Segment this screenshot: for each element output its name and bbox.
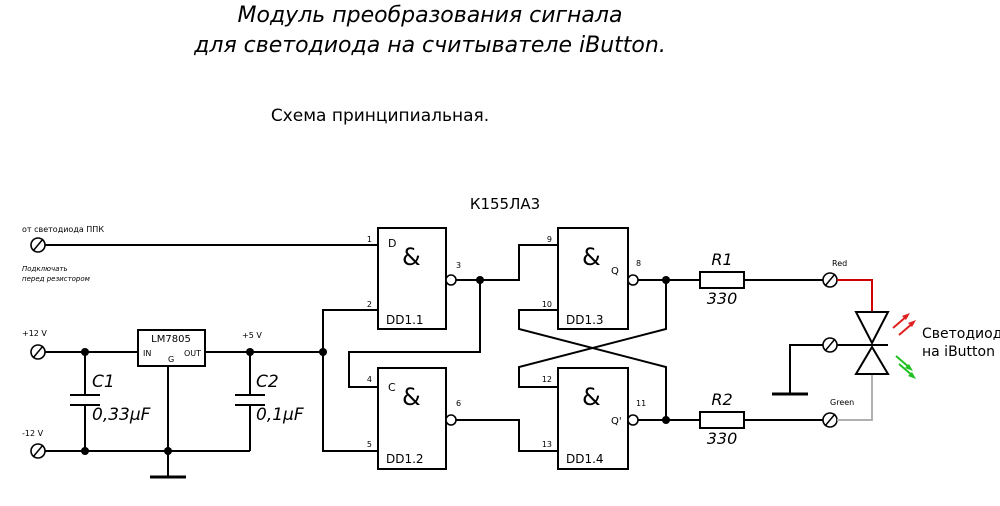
gate-dd1-3 <box>557 227 629 330</box>
r1-value: 330 <box>707 289 738 308</box>
wire-pin3-to-pin4 <box>348 280 481 388</box>
subtitle: Схема принципиальная. <box>271 106 489 126</box>
r2-name: R2 <box>711 390 732 409</box>
c2-value: 0,1µF <box>256 405 304 425</box>
pin-9: 9 <box>547 235 552 244</box>
dd1-2-output-bubble <box>445 414 457 426</box>
regulator-name: LM7805 <box>151 334 191 345</box>
dd1-1-input-label: D <box>388 237 396 250</box>
gate-dd1-4 <box>557 367 629 470</box>
pin-10: 10 <box>542 300 552 309</box>
pin-6: 6 <box>456 399 461 408</box>
dd1-1-name: DD1.1 <box>386 313 424 327</box>
plus5-label: +5 V <box>242 331 262 340</box>
capacitor-c1 <box>70 352 100 451</box>
common-terminal <box>822 337 838 353</box>
regulator-in: IN <box>143 349 151 358</box>
green-terminal <box>822 412 838 428</box>
junction-c1-top <box>81 348 89 356</box>
input-note-1: Подключать <box>22 265 68 273</box>
pin-1: 1 <box>367 235 372 244</box>
regulator-lm7805 <box>137 329 206 367</box>
title-line-1: Модуль преобразования сигнала <box>238 3 623 28</box>
plus12-label: +12 V <box>22 329 47 338</box>
dd1-3-name: DD1.3 <box>566 313 604 327</box>
plus12-terminal <box>30 344 46 360</box>
junction-c1-bottom <box>81 447 89 455</box>
regulator-out: OUT <box>184 349 201 358</box>
r1-name: R1 <box>711 250 732 269</box>
pin-2: 2 <box>367 300 372 309</box>
dd1-1-output-bubble <box>445 274 457 286</box>
dd1-4-name: DD1.4 <box>566 452 604 466</box>
dd1-3-symbol: & <box>582 243 601 271</box>
input-terminal <box>30 237 46 253</box>
red-terminal <box>822 272 838 288</box>
input-note-2: перед резистором <box>22 275 91 283</box>
minus12-terminal <box>30 443 46 459</box>
pin-5: 5 <box>367 440 372 449</box>
wire-pin6-to-pin13 <box>456 419 558 452</box>
wire-common-ground <box>789 344 823 393</box>
green-label: Green <box>830 398 854 407</box>
title-line-2: для светодиода на считывателе iButton. <box>193 33 666 58</box>
green-led-wire <box>837 374 873 421</box>
wire-pin3-to-pin9 <box>456 244 558 281</box>
dd1-2-input-label: C <box>388 381 396 394</box>
green-light-arrows <box>895 355 916 379</box>
dd1-2-name: DD1.2 <box>386 452 424 466</box>
r2-value: 330 <box>707 429 738 448</box>
gate-dd1-2 <box>377 367 447 470</box>
dd1-4-output-label: Q' <box>611 416 622 427</box>
pin-8: 8 <box>636 259 641 268</box>
dd1-3-output-bubble <box>627 274 639 286</box>
wire-cross-pin10-from-q <box>518 309 667 420</box>
dd1-2-symbol: & <box>402 383 421 411</box>
junction-plus5 <box>319 348 327 356</box>
wire-cross-pin12-from-q <box>518 280 667 388</box>
dd1-4-symbol: & <box>582 383 601 411</box>
regulator-gnd: G <box>168 355 174 364</box>
c1-name: C1 <box>92 372 115 392</box>
pin-3: 3 <box>456 261 461 270</box>
led-label-1: Светодиод <box>922 326 1000 342</box>
capacitor-c2 <box>235 352 265 451</box>
minus12-label: -12 V <box>22 429 44 438</box>
dd1-1-symbol: & <box>402 243 421 271</box>
resistor-r2 <box>699 411 745 429</box>
red-light-arrows <box>892 313 916 336</box>
red-label: Red <box>832 259 847 268</box>
gate-dd1-1 <box>377 227 447 330</box>
pin-4: 4 <box>367 375 372 384</box>
ground-symbol-left <box>150 451 186 479</box>
c2-name: C2 <box>256 372 279 392</box>
pin-12: 12 <box>542 375 552 384</box>
junction-qbar <box>662 416 670 424</box>
bicolor-led <box>854 311 890 375</box>
input-label: от светодиода ППК <box>22 225 104 234</box>
dd1-4-output-bubble <box>627 414 639 426</box>
plus5-bus <box>322 309 378 452</box>
pin-13: 13 <box>542 440 552 449</box>
chip-label: К155ЛА3 <box>470 195 540 213</box>
c1-value: 0,33µF <box>92 405 151 425</box>
junction-q <box>662 276 670 284</box>
resistor-r1 <box>699 271 745 289</box>
dd1-3-output-label: Q <box>611 266 619 277</box>
led-label-2: на iButton <box>922 344 995 360</box>
red-led-wire <box>837 279 873 312</box>
pin-11: 11 <box>636 399 646 408</box>
